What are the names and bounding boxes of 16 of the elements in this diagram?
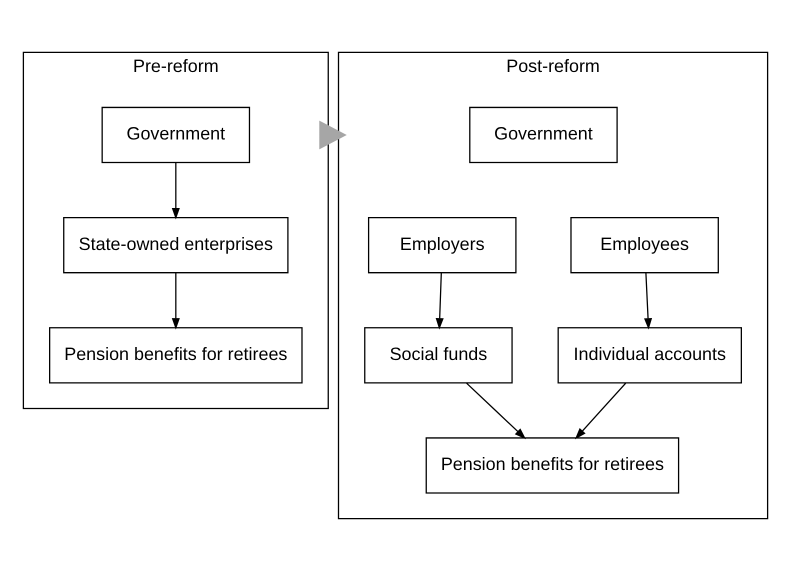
arrow bbox=[172, 273, 180, 330]
node-box: Government bbox=[102, 106, 250, 164]
node-box: Pension benefits for retirees bbox=[49, 327, 303, 384]
arrow bbox=[466, 382, 526, 440]
arrow bbox=[644, 273, 652, 330]
node-box: Individual accounts bbox=[558, 327, 742, 384]
arrow bbox=[436, 273, 444, 330]
node-box: Government bbox=[469, 106, 618, 164]
node-box: Pension benefits for retirees bbox=[426, 437, 680, 494]
node-box: Social funds bbox=[364, 327, 513, 384]
arrow bbox=[172, 162, 180, 220]
arrow bbox=[319, 120, 347, 150]
node-box: State-owned enterprises bbox=[63, 216, 289, 274]
node-box: Employees bbox=[570, 216, 719, 274]
node-box: Employers bbox=[368, 216, 517, 274]
arrow bbox=[574, 382, 626, 440]
